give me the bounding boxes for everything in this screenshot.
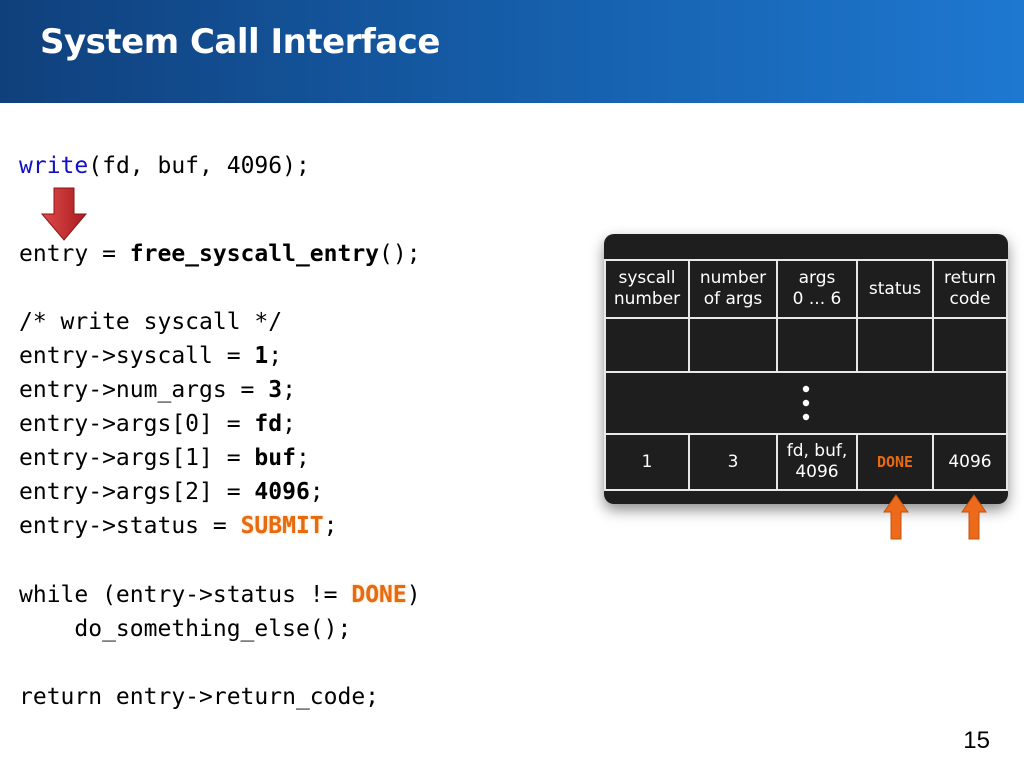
num-args-field: entry->num_args = <box>19 377 269 403</box>
empty-cell <box>776 317 858 373</box>
header-return-code: return code <box>932 259 1008 319</box>
empty-cell <box>604 317 690 373</box>
args1-field: entry->args[1] = <box>19 445 255 471</box>
done-value: DONE <box>351 582 407 608</box>
header-status: status <box>856 259 934 319</box>
code-line-entry: entry = free_syscall_entry(); <box>19 241 421 267</box>
code-line-num-args: entry->num_args = 3; <box>19 377 296 403</box>
cell-syscall-number: 1 <box>604 433 690 491</box>
entry-assign: entry = <box>19 241 130 267</box>
semicolon: ; <box>282 377 296 403</box>
status-done-value: DONE <box>876 452 914 471</box>
table-background <box>604 234 1008 504</box>
cell-status: DONE <box>856 433 934 491</box>
down-arrow-icon <box>40 187 88 241</box>
code-line-args0: entry->args[0] = fd; <box>19 411 296 437</box>
cell-args: fd, buf, 4096 <box>776 433 858 491</box>
args0-field: entry->args[0] = <box>19 411 255 437</box>
free-syscall-entry-fn: free_syscall_entry <box>129 241 380 267</box>
write-call: write <box>19 153 89 179</box>
args0-value: fd <box>254 411 283 437</box>
code-line-write: write(fd, buf, 4096); <box>19 153 310 179</box>
header-syscall-number: syscall number <box>604 259 690 319</box>
cell-num-args: 3 <box>688 433 778 491</box>
syscall-entry-table: syscall number number of args args 0 ...… <box>598 230 1010 510</box>
submit-value: SUBMIT <box>240 513 324 539</box>
syscall-value: 1 <box>254 343 269 369</box>
cell-return-code: 4096 <box>932 433 1008 491</box>
close-paren: ) <box>406 582 421 608</box>
code-line-status: entry->status = SUBMIT; <box>19 513 338 539</box>
status-field: entry->status = <box>19 513 241 539</box>
semicolon: ; <box>323 513 338 539</box>
slide-title: System Call Interface <box>40 22 440 62</box>
code-line-args1: entry->args[1] = buf; <box>19 445 310 471</box>
page-number: 15 <box>963 727 990 754</box>
ellipsis-row <box>604 371 1008 435</box>
empty-cell <box>856 317 934 373</box>
empty-cell <box>688 317 778 373</box>
semicolon: ; <box>268 343 283 369</box>
header-number-of-args: number of args <box>688 259 778 319</box>
code-line-while: while (entry->status != DONE) <box>19 582 421 608</box>
syscall-field: entry->syscall = <box>19 343 255 369</box>
code-line-comment: /* write syscall */ <box>19 309 283 335</box>
code-line-args2: entry->args[2] = 4096; <box>19 479 324 505</box>
empty-cell <box>932 317 1008 373</box>
semicolon: ; <box>282 411 296 437</box>
up-arrow-icon <box>883 494 909 540</box>
semicolon: ; <box>309 479 324 505</box>
write-args: (fd, buf, 4096); <box>88 153 310 179</box>
while-condition: while (entry->status != <box>19 582 352 608</box>
code-line-do-something: do_something_else(); <box>19 616 352 642</box>
slide-header: System Call Interface <box>0 0 1024 103</box>
semicolon: ; <box>295 445 310 471</box>
up-arrow-icon <box>961 494 987 540</box>
entry-call-end: (); <box>379 241 421 267</box>
vertical-ellipsis-icon <box>802 385 810 421</box>
code-line-return: return entry->return_code; <box>19 684 380 710</box>
code-line-syscall: entry->syscall = 1; <box>19 343 282 369</box>
num-args-value: 3 <box>268 377 283 403</box>
header-args: args 0 ... 6 <box>776 259 858 319</box>
args2-field: entry->args[2] = <box>19 479 255 505</box>
code-block: write(fd, buf, 4096); entry = free_sysca… <box>19 0 421 710</box>
args2-value: 4096 <box>254 479 310 505</box>
args1-value: buf <box>254 445 296 471</box>
